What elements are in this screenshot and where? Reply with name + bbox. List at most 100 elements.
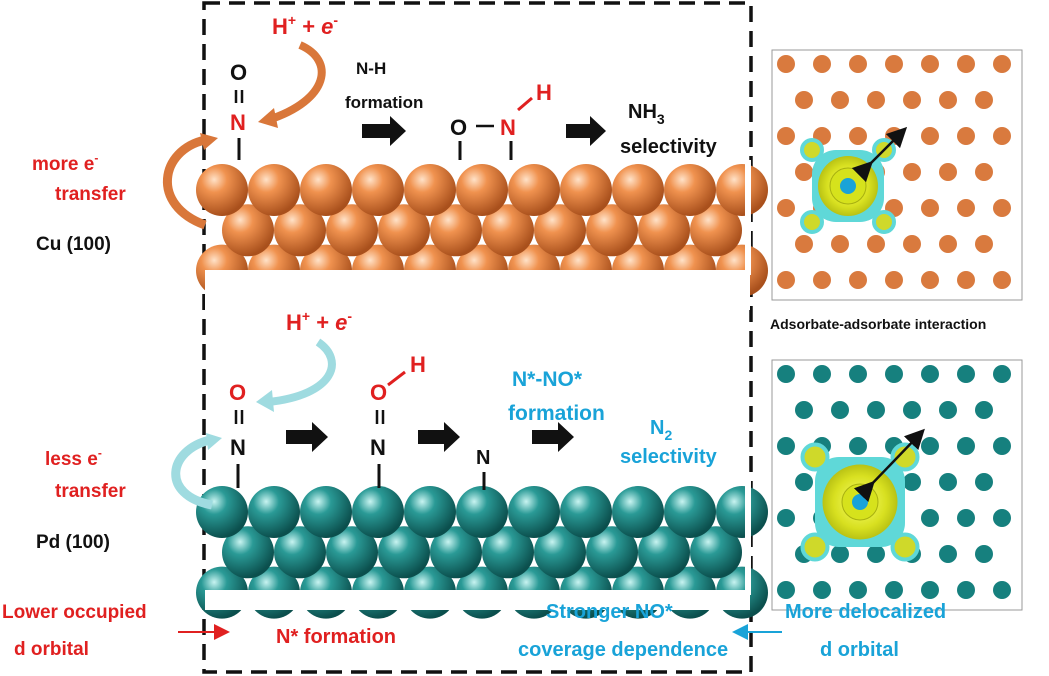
bottom-proton-electron: H+ + e- xyxy=(286,308,352,335)
pd-atom xyxy=(534,526,586,579)
lattice-atom xyxy=(957,581,975,599)
stronger-no-label-2: coverage dependence xyxy=(518,639,728,661)
cu-atom xyxy=(612,164,664,216)
lattice-atom xyxy=(903,163,921,181)
lattice-atom xyxy=(993,127,1011,145)
cu-atom xyxy=(378,204,430,257)
cu-atom xyxy=(664,164,716,216)
lattice-atom xyxy=(795,473,813,491)
lattice-atom xyxy=(795,401,813,419)
cu-atom xyxy=(274,204,326,257)
adsorbate-interaction-label: Adsorbate-adsorbate interaction xyxy=(770,316,986,332)
cu-charge-density-panel xyxy=(771,49,1023,301)
cu-atom xyxy=(508,164,560,216)
cu-atom xyxy=(248,164,300,216)
top-intermediate-h: H xyxy=(536,80,552,105)
lattice-atom xyxy=(975,163,993,181)
lattice-atom xyxy=(921,437,939,455)
lattice-atom xyxy=(939,473,957,491)
pd-transfer-arrow-head xyxy=(206,433,222,450)
lattice-atom xyxy=(795,235,813,253)
lattice-atom xyxy=(795,91,813,109)
charge-lobe xyxy=(800,210,824,234)
lattice-atom xyxy=(921,199,939,217)
cu-100-surface-slab xyxy=(196,160,768,310)
lattice-atom xyxy=(957,365,975,383)
lattice-atom xyxy=(939,91,957,109)
n2-product-label: N2 xyxy=(650,417,672,443)
charge-lobe xyxy=(800,138,824,162)
pd-atom xyxy=(352,486,404,538)
cu-atom xyxy=(430,204,482,257)
lattice-atom xyxy=(813,55,831,73)
panel-border xyxy=(771,359,1023,611)
nno-formation-label-2: formation xyxy=(508,402,605,425)
cu-atom xyxy=(300,164,352,216)
lattice-atom xyxy=(849,581,867,599)
bottom-n-star: N xyxy=(476,447,490,469)
bottom-step-arrow-2 xyxy=(418,422,460,452)
bottom-step-arrow-1 xyxy=(286,422,328,452)
top-proton-arrow-head xyxy=(258,108,278,128)
nh3-product-label: NH3 xyxy=(628,101,665,127)
top-proton-transfer-arrow xyxy=(266,41,326,124)
lattice-atom xyxy=(993,509,1011,527)
pd-charge-density-panel xyxy=(771,359,1023,611)
less-transfer-label: transfer xyxy=(55,481,126,502)
bottom-intermediate-h: H xyxy=(410,352,426,377)
pd-atom xyxy=(274,526,326,579)
bottom-step-arrow-3 xyxy=(532,422,574,452)
pd-atom xyxy=(560,486,612,538)
cu-atom xyxy=(352,164,404,216)
top-n-h-bond xyxy=(517,96,533,112)
more-transfer-label: transfer xyxy=(55,184,126,205)
less-e-label: less e- xyxy=(45,446,102,470)
cu-atom xyxy=(456,164,508,216)
lattice-atom xyxy=(867,235,885,253)
pd-atom xyxy=(196,486,248,538)
dashed-frame xyxy=(202,1,753,674)
top-proton-electron: H+ + e- xyxy=(272,12,338,39)
lattice-atom xyxy=(993,437,1011,455)
pd-atom xyxy=(456,486,508,538)
lattice-atom xyxy=(849,365,867,383)
lattice-atom xyxy=(831,91,849,109)
pd-atom xyxy=(690,526,742,579)
cu-electron-transfer-arrow xyxy=(162,135,207,230)
lattice-atom xyxy=(993,365,1011,383)
lattice-atom xyxy=(903,235,921,253)
lattice-atom xyxy=(777,127,795,145)
lattice-atom xyxy=(921,581,939,599)
pd-atom xyxy=(248,486,300,538)
lattice-atom xyxy=(795,163,813,181)
cu-atom xyxy=(196,164,248,216)
lattice-atom xyxy=(777,509,795,527)
lower-occupied-label-1: Lower occupied xyxy=(2,602,147,623)
charge-lobe xyxy=(890,532,920,562)
lattice-atom xyxy=(903,91,921,109)
adsorbate-center-atom xyxy=(852,494,868,510)
bottom-proton-transfer-arrow xyxy=(267,338,336,406)
lattice-atom xyxy=(903,473,921,491)
lattice-atom xyxy=(957,199,975,217)
pd-100-label: Pd (100) xyxy=(36,532,110,553)
more-delocalized-label-2: d orbital xyxy=(820,639,899,661)
lattice-atom xyxy=(993,581,1011,599)
panel-border xyxy=(771,49,1023,301)
cu-atom xyxy=(638,204,690,257)
cu-atom xyxy=(690,204,742,257)
cu-transfer-arrow-head xyxy=(200,133,218,150)
pd-atom xyxy=(508,486,560,538)
lattice-atom xyxy=(957,437,975,455)
lattice-atom xyxy=(813,365,831,383)
lattice-atom xyxy=(849,437,867,455)
lattice-atom xyxy=(777,437,795,455)
pd-slab-mask-right xyxy=(745,480,751,595)
lattice-atom xyxy=(885,271,903,289)
lattice-atom xyxy=(957,509,975,527)
lattice-atom xyxy=(777,365,795,383)
bottom-atom-o: O xyxy=(229,380,246,405)
pd-atom xyxy=(664,486,716,538)
lattice-atom xyxy=(921,271,939,289)
